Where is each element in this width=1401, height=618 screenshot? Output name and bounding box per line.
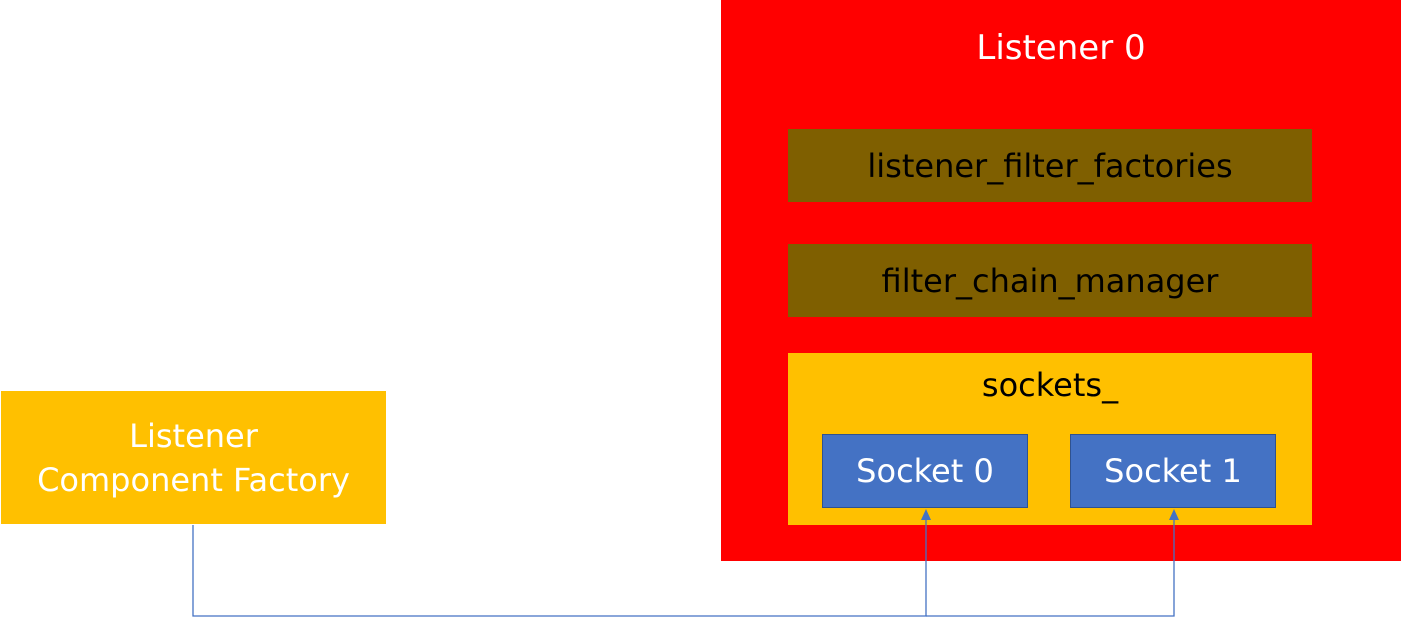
socket-0-box: Socket 0 bbox=[822, 434, 1028, 508]
factory-label-line2: Component Factory bbox=[37, 460, 350, 499]
socket-0-label: Socket 0 bbox=[856, 452, 994, 490]
filter-chain-manager-label: filter_chain_manager bbox=[881, 261, 1219, 300]
listener-filter-factories-box: listener_filter_factories bbox=[788, 129, 1312, 202]
factory-to-socket-1-connector bbox=[926, 512, 1175, 617]
socket-1-box: Socket 1 bbox=[1070, 434, 1276, 508]
factory-to-socket-0-connector bbox=[192, 512, 927, 617]
listener-title: Listener 0 bbox=[976, 28, 1146, 68]
socket-1-arrowhead bbox=[1169, 509, 1179, 520]
socket-1-label: Socket 1 bbox=[1104, 452, 1242, 490]
filter-chain-manager-box: filter_chain_manager bbox=[788, 244, 1312, 317]
factory-label-line1: Listener bbox=[129, 416, 258, 455]
listener-filter-factories-label: listener_filter_factories bbox=[867, 146, 1233, 185]
sockets-title: sockets_ bbox=[981, 366, 1119, 404]
listener-component-factory-box: Listener Component Factory bbox=[1, 391, 386, 524]
socket-0-arrowhead bbox=[921, 509, 931, 520]
